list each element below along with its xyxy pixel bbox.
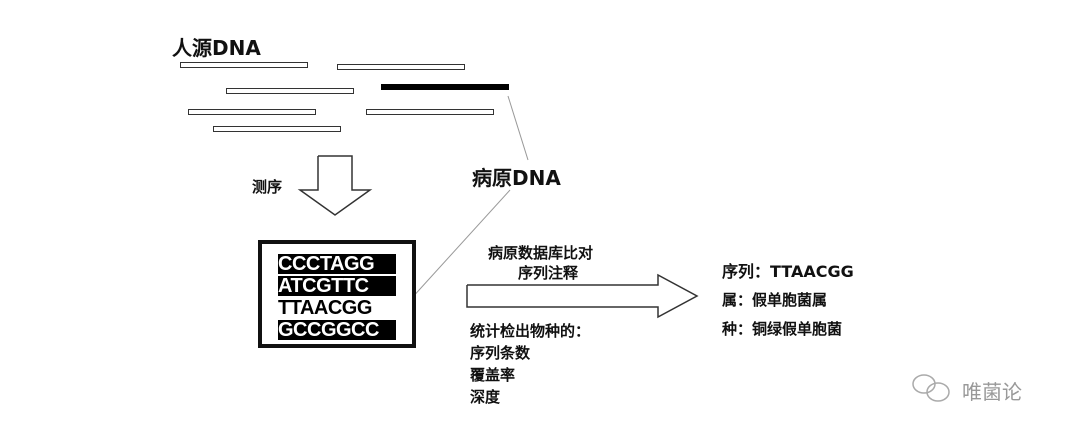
sequence-read: GCCGGCC (278, 320, 396, 340)
read-bar (188, 109, 316, 115)
stats-line: 覆盖率 (470, 366, 516, 384)
result-species: 种：铜绿假单胞菌 (722, 320, 843, 338)
connector-line (409, 189, 511, 301)
stats-line: 统计检出物种的： (470, 322, 591, 340)
stats-line: 序列条数 (470, 344, 531, 362)
read-bar (213, 126, 341, 132)
wechat-icon (912, 374, 950, 402)
pathogen-dna-label: 病原DNA (472, 166, 561, 190)
down-arrow (297, 155, 373, 216)
sequence-box: CCCTAGG ATCGTTC TTAACGG GCCGGCC (258, 240, 416, 348)
compare-line: 病原数据库比对 (488, 244, 594, 262)
compare-line: 序列注释 (518, 264, 579, 282)
pathogen-read-bar (381, 84, 509, 90)
read-bar (180, 62, 308, 68)
read-bar (226, 88, 354, 94)
human-dna-label: 人源DNA (172, 36, 261, 60)
result-genus: 属：假单胞菌属 (722, 291, 828, 309)
connector-line (507, 95, 529, 161)
sequence-read: TTAACGG (278, 298, 396, 318)
read-bar (366, 109, 494, 115)
watermark: 唯菌论 (962, 380, 1022, 404)
read-bar (337, 64, 465, 70)
sequence-read: ATCGTTC (278, 276, 396, 296)
stats-line: 深度 (470, 388, 501, 406)
sequencing-label: 测序 (252, 178, 283, 196)
sequence-read: CCCTAGG (278, 254, 396, 274)
result-sequence: 序列：TTAACGG (722, 262, 854, 281)
right-arrow (466, 273, 699, 319)
